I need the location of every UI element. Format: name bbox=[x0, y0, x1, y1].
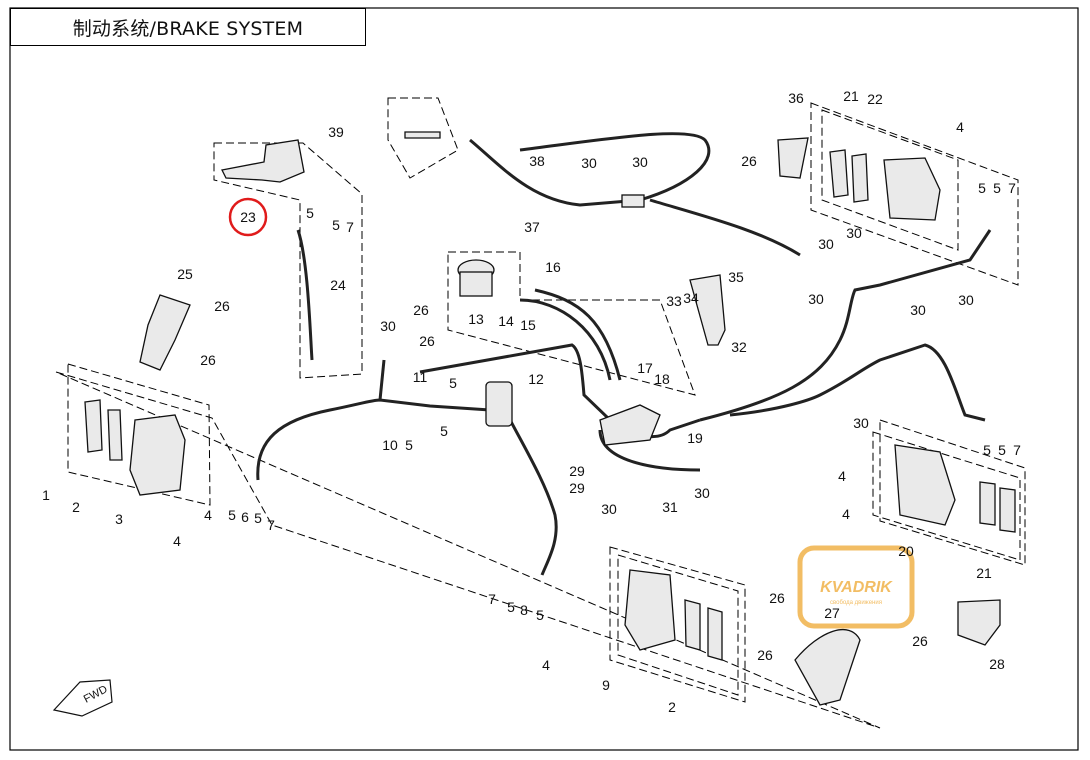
callout-4: 4 bbox=[956, 119, 964, 135]
callout-30: 30 bbox=[808, 291, 824, 307]
callout-14: 14 bbox=[498, 313, 514, 329]
callout-4: 4 bbox=[173, 533, 181, 549]
callout-26: 26 bbox=[419, 333, 435, 349]
callout-28: 28 bbox=[989, 656, 1005, 672]
callout-12: 12 bbox=[528, 371, 544, 387]
callout-27: 27 bbox=[824, 605, 840, 621]
callout-6: 6 bbox=[241, 509, 249, 525]
callout-17: 17 bbox=[637, 360, 653, 376]
callout-31: 31 bbox=[662, 499, 678, 515]
brake-lines bbox=[256, 132, 992, 576]
callout-30: 30 bbox=[581, 155, 597, 171]
callout-8: 8 bbox=[520, 602, 528, 618]
callout-26: 26 bbox=[200, 352, 216, 368]
callout-4: 4 bbox=[204, 507, 212, 523]
callout-3: 3 bbox=[115, 511, 123, 527]
callout-18: 18 bbox=[654, 371, 670, 387]
callout-30: 30 bbox=[910, 302, 926, 318]
callout-33: 33 bbox=[666, 293, 682, 309]
callout-30: 30 bbox=[853, 415, 869, 431]
callout-13: 13 bbox=[468, 311, 484, 327]
callout-4: 4 bbox=[838, 468, 846, 484]
callout-4: 4 bbox=[542, 657, 550, 673]
callout-7: 7 bbox=[1013, 442, 1021, 458]
callout-38: 38 bbox=[529, 153, 545, 169]
callout-26: 26 bbox=[757, 647, 773, 663]
callout-4: 4 bbox=[842, 506, 850, 522]
callout-32: 32 bbox=[731, 339, 747, 355]
callout-5: 5 bbox=[306, 205, 314, 221]
callout-30: 30 bbox=[694, 485, 710, 501]
watermark-brand: KVADRIK bbox=[820, 579, 893, 596]
callout-37: 37 bbox=[524, 219, 540, 235]
callout-5: 5 bbox=[228, 507, 236, 523]
callout-39: 39 bbox=[328, 124, 344, 140]
callout-25: 25 bbox=[177, 266, 193, 282]
callout-30: 30 bbox=[601, 501, 617, 517]
callout-21: 21 bbox=[843, 88, 859, 104]
callout-2: 2 bbox=[668, 699, 676, 715]
callout-26: 26 bbox=[413, 302, 429, 318]
callout-2: 2 bbox=[72, 499, 80, 515]
callout-15: 15 bbox=[520, 317, 536, 333]
callout-30: 30 bbox=[380, 318, 396, 334]
callout-5: 5 bbox=[983, 442, 991, 458]
callout-7: 7 bbox=[1008, 180, 1016, 196]
callout-9: 9 bbox=[602, 677, 610, 693]
callout-5: 5 bbox=[440, 423, 448, 439]
highlight-circle-23 bbox=[228, 197, 268, 237]
callout-5: 5 bbox=[332, 217, 340, 233]
callout-5: 5 bbox=[993, 180, 1001, 196]
callout-22: 22 bbox=[867, 91, 883, 107]
watermark-tagline: свобода движения bbox=[830, 600, 882, 606]
dashed-group-outlines bbox=[55, 97, 1026, 729]
callout-30: 30 bbox=[632, 154, 648, 170]
callout-7: 7 bbox=[488, 591, 496, 607]
callout-26: 26 bbox=[769, 590, 785, 606]
callout-29: 29 bbox=[569, 463, 585, 479]
callout-24: 24 bbox=[330, 277, 346, 293]
callout-26: 26 bbox=[214, 298, 230, 314]
callout-20: 20 bbox=[898, 543, 914, 559]
callout-5: 5 bbox=[405, 437, 413, 453]
callout-29: 29 bbox=[569, 480, 585, 496]
callout-10: 10 bbox=[382, 437, 398, 453]
callout-36: 36 bbox=[788, 90, 804, 106]
callout-7: 7 bbox=[267, 517, 275, 533]
callout-5: 5 bbox=[978, 180, 986, 196]
callout-11: 11 bbox=[413, 369, 428, 385]
callout-23: 23 bbox=[240, 209, 256, 225]
callout-5: 5 bbox=[998, 442, 1006, 458]
callout-5: 5 bbox=[507, 599, 515, 615]
fwd-arrow-icon: FWD bbox=[52, 679, 113, 717]
callout-7: 7 bbox=[346, 219, 354, 235]
callout-21: 21 bbox=[976, 565, 992, 581]
kvadrik-watermark: KVADRIK свобода движения bbox=[797, 545, 915, 629]
callout-30: 30 bbox=[818, 236, 834, 252]
callout-26: 26 bbox=[741, 153, 757, 169]
callout-1: 1 bbox=[42, 487, 50, 503]
callout-5: 5 bbox=[536, 607, 544, 623]
callout-19: 19 bbox=[687, 430, 703, 446]
callout-34: 34 bbox=[683, 290, 699, 306]
callout-5: 5 bbox=[254, 510, 262, 526]
callout-5: 5 bbox=[449, 375, 457, 391]
callout-30: 30 bbox=[958, 292, 974, 308]
callout-30: 30 bbox=[846, 225, 862, 241]
diagram-title: 制动系统/BRAKE SYSTEM bbox=[10, 8, 366, 46]
callout-35: 35 bbox=[728, 269, 744, 285]
callout-16: 16 bbox=[545, 259, 561, 275]
parts bbox=[84, 131, 1016, 706]
callout-26: 26 bbox=[912, 633, 928, 649]
